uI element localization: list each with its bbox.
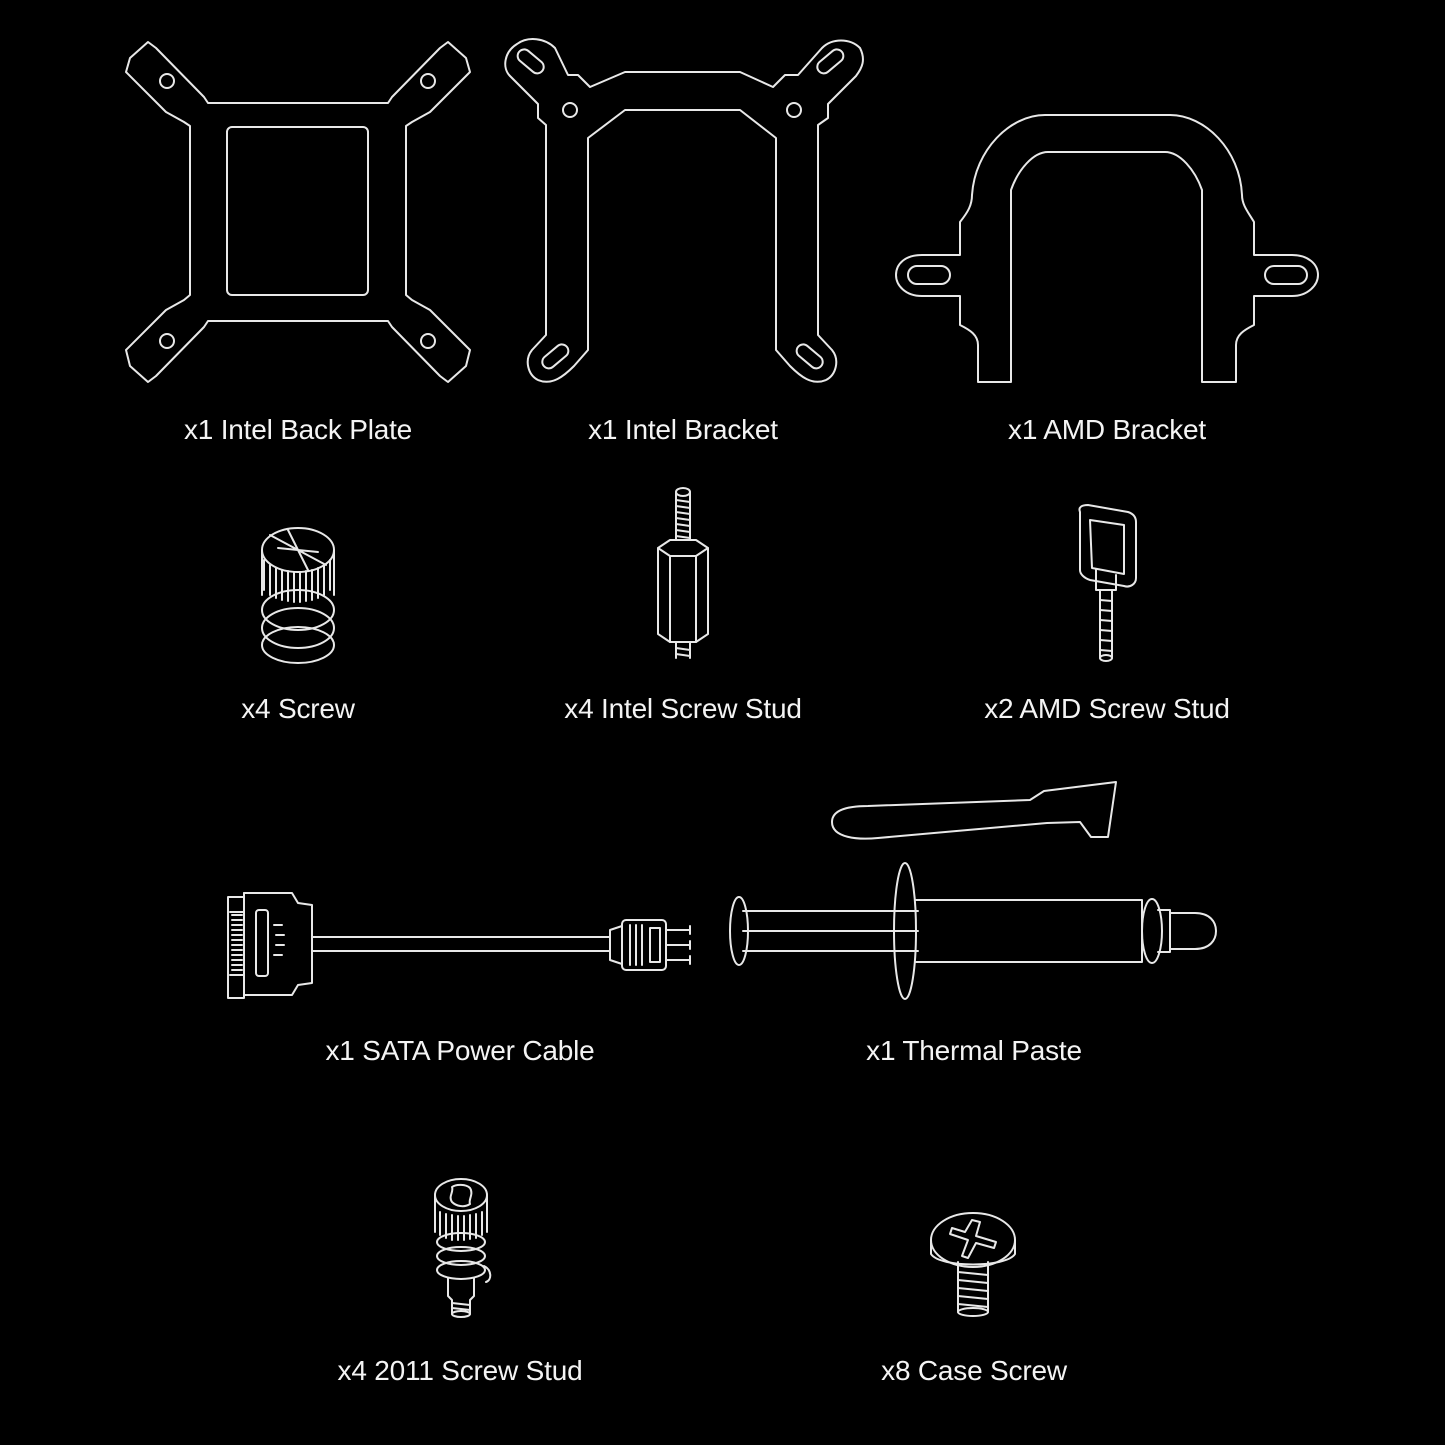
item-label: x1 AMD Bracket [1008, 414, 1206, 445]
2011-stud-icon [434, 1178, 492, 1318]
item-label: x1 Intel Back Plate [183, 414, 413, 445]
item-label: x8 Case Screw [881, 1355, 1067, 1386]
amd-bracket-icon [895, 114, 1319, 383]
back-plate-icon [125, 41, 471, 383]
item-label: x4 2011 Screw Stud [337, 1355, 583, 1386]
sata-cable-icon [227, 892, 691, 999]
intel-bracket-icon [504, 38, 864, 383]
case-screw-icon [930, 1212, 1016, 1317]
item-label: x4 Screw [241, 693, 355, 724]
item-label: x4 Intel Screw Stud [564, 693, 802, 724]
item-label: x2 AMD Screw Stud [984, 693, 1230, 724]
thermal-paste-syringe-icon [729, 781, 1217, 1000]
spatula-icon [831, 781, 1117, 840]
item-label: x1 Intel Bracket [588, 414, 778, 445]
amd-stud-icon [1078, 504, 1137, 662]
item-label: x1 SATA Power Cable [325, 1035, 595, 1066]
thumb-screw-icon [261, 527, 335, 664]
item-label: x1 Thermal Paste [866, 1035, 1082, 1066]
standoff-stud-icon [657, 487, 709, 659]
